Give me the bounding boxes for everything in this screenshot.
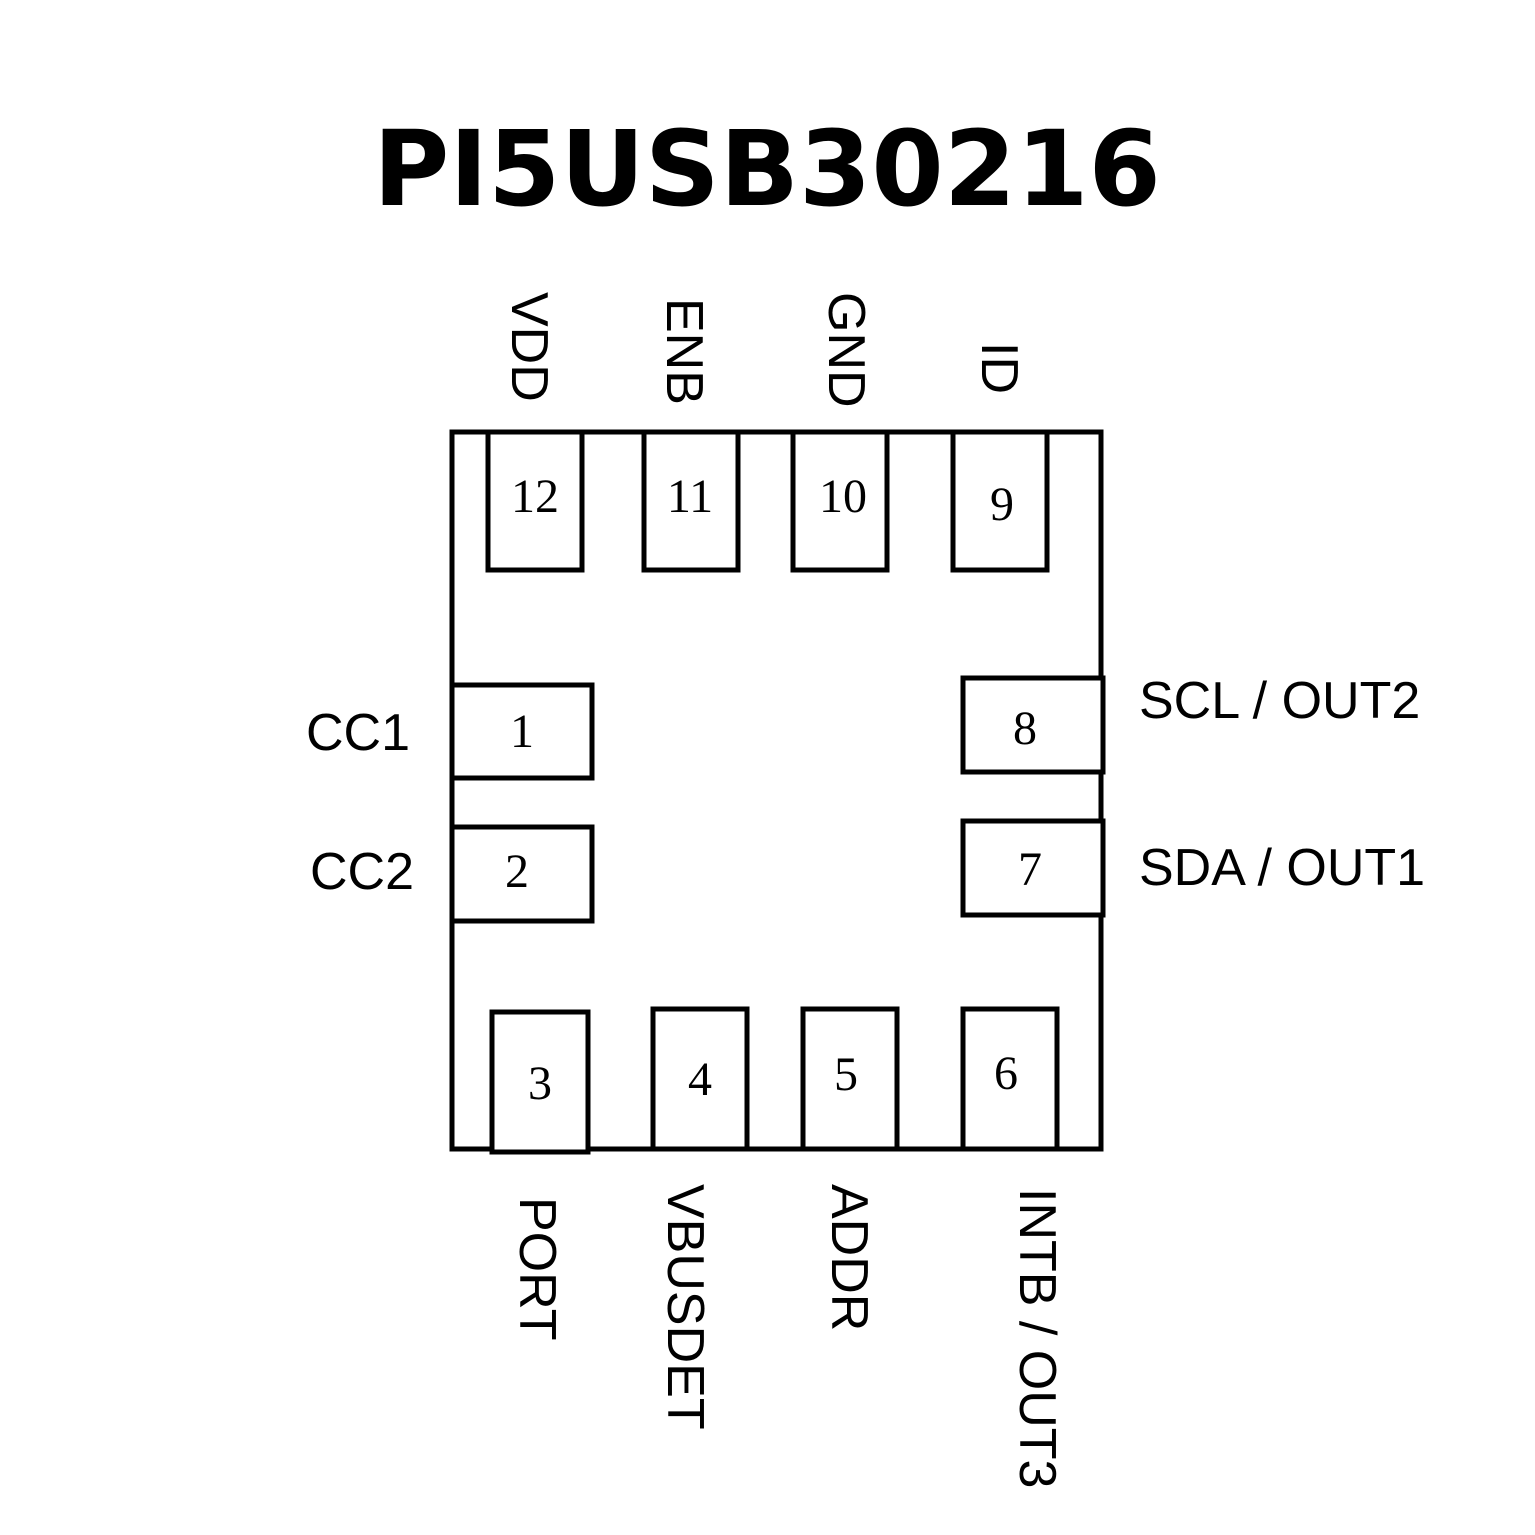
pin-pad <box>449 824 595 924</box>
pin-label: CC1 <box>306 704 410 762</box>
pin-8: 8 SCL / OUT2 <box>960 672 1420 775</box>
pin-pad <box>790 429 890 573</box>
pin-label: SCL / OUT2 <box>1139 672 1420 730</box>
pin-label: VBUSDET <box>656 1184 714 1430</box>
pin-number: 5 <box>834 1048 858 1101</box>
pin-number: 4 <box>688 1053 712 1106</box>
pin-6: 6 INTB / OUT3 <box>960 1006 1066 1488</box>
chip-title: PI5USB30216 <box>373 108 1161 230</box>
pin-1: 1 CC1 <box>306 682 595 781</box>
pin-pad <box>485 429 585 573</box>
pin-pad <box>650 1006 750 1152</box>
pin-label: GND <box>817 292 875 408</box>
pin-4: 4 VBUSDET <box>650 1006 750 1430</box>
pin-label: VDD <box>500 292 558 402</box>
pin-2: 2 CC2 <box>310 824 595 924</box>
pin-number: 10 <box>819 470 867 523</box>
pin-11: 11 ENB <box>641 298 741 573</box>
pin-label: SDA / OUT1 <box>1139 839 1425 897</box>
pin-number: 7 <box>1018 843 1042 896</box>
pin-3: 3 PORT <box>489 1009 591 1341</box>
pin-number: 6 <box>994 1047 1018 1100</box>
pin-pad <box>641 429 741 573</box>
pin-number: 1 <box>510 705 534 758</box>
pin-label: CC2 <box>310 843 414 901</box>
pin-number: 2 <box>505 845 529 898</box>
pin-10: 10 GND <box>790 292 890 573</box>
pin-label: PORT <box>508 1197 566 1341</box>
pin-pad <box>950 429 1050 573</box>
pin-pad <box>960 1006 1060 1152</box>
pin-label: ID <box>970 342 1028 394</box>
pin-label: INTB / OUT3 <box>1008 1188 1066 1488</box>
pin-pad <box>489 1009 591 1155</box>
pin-number: 11 <box>667 470 713 523</box>
pin-12: 12 VDD <box>485 292 585 573</box>
pin-pad <box>960 818 1106 918</box>
pin-pad <box>449 682 595 781</box>
pin-number: 12 <box>511 470 559 523</box>
pin-7: 7 SDA / OUT1 <box>960 818 1425 918</box>
pin-label: ENB <box>655 298 713 405</box>
pin-label: ADDR <box>820 1184 878 1331</box>
pin-5: 5 ADDR <box>800 1006 900 1331</box>
pin-9: 9 ID <box>950 342 1050 573</box>
pin-pad <box>960 675 1106 775</box>
pin-number: 8 <box>1013 702 1037 755</box>
pin-number: 3 <box>528 1057 552 1110</box>
pin-number: 9 <box>990 478 1014 531</box>
pin-pad <box>800 1006 900 1152</box>
